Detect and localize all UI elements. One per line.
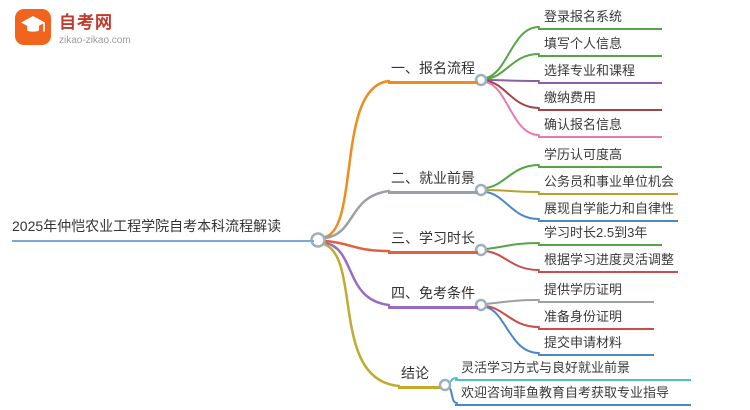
branch3-label: 三、学习时长	[388, 230, 478, 254]
site-name: 自考网	[59, 13, 113, 32]
edge-branch1-child1	[485, 26, 540, 79]
branch1-label: 一、报名流程	[388, 60, 478, 84]
branch5-child1: 灵活学习方式与良好就业前景	[455, 360, 691, 381]
branch1-child4: 缴纳费用	[538, 90, 662, 111]
edge-branch4-child3	[485, 306, 540, 354]
edge-central-branch2	[323, 189, 391, 240]
branch1-child2: 填写个人信息	[538, 36, 662, 57]
site-url: zikao-zikao.com	[59, 35, 131, 46]
branch4-label: 四、免考条件	[388, 285, 478, 309]
edge-branch2-child2	[485, 189, 540, 193]
edge-central-branch1	[323, 79, 391, 239]
edge-central-branch4	[323, 241, 391, 307]
branch5-node-handle	[438, 378, 452, 392]
edge-branch4-child1	[485, 299, 540, 305]
branch2-child1: 学历认可度高	[538, 147, 662, 168]
edge-branch2-child1	[485, 164, 540, 189]
edge-branch1-child4	[485, 80, 540, 109]
edge-branch2-child3	[485, 191, 540, 220]
branch2-label: 二、就业前景	[388, 170, 478, 194]
branch3-child2: 根据学习进度灵活调整	[538, 252, 678, 273]
branch1-child1: 登录报名系统	[538, 9, 662, 30]
edge-branch1-child2	[485, 53, 540, 80]
edge-branch1-child5	[485, 81, 540, 136]
edge-central-branch3	[323, 239, 391, 253]
branch5-child2: 欢迎咨询菲鱼教育自考获取专业指导	[455, 385, 691, 406]
edge-central-branch5	[322, 242, 401, 388]
branch2-child2: 公务员和事业单位机会	[538, 174, 678, 195]
edge-branch3-child2	[485, 250, 540, 271]
edge-branch1-child3	[485, 79, 540, 82]
branch1-child5: 确认报名信息	[538, 117, 662, 138]
graduation-cap-icon	[15, 9, 51, 45]
site-logo[interactable]: 自考网 zikao-zikao.com	[14, 8, 131, 46]
logo-text: 自考网 zikao-zikao.com	[59, 8, 131, 46]
branch4-child3: 提交申请材料	[538, 335, 654, 356]
branch3-child1: 学习时长2.5到3年	[538, 225, 662, 246]
branch4-child1: 提供学历证明	[538, 282, 654, 303]
edge-branch3-child1	[485, 242, 540, 250]
branch1-child3: 选择专业和课程	[538, 63, 662, 84]
branch4-child2: 准备身份证明	[538, 309, 654, 330]
central-topic: 2025年仲恺农业工程学院自考本科流程解读	[12, 218, 314, 242]
edge-branch4-child2	[485, 305, 540, 328]
branch2-child3: 展现自学能力和自律性	[538, 201, 678, 222]
branch5-label: 结论	[398, 365, 440, 389]
